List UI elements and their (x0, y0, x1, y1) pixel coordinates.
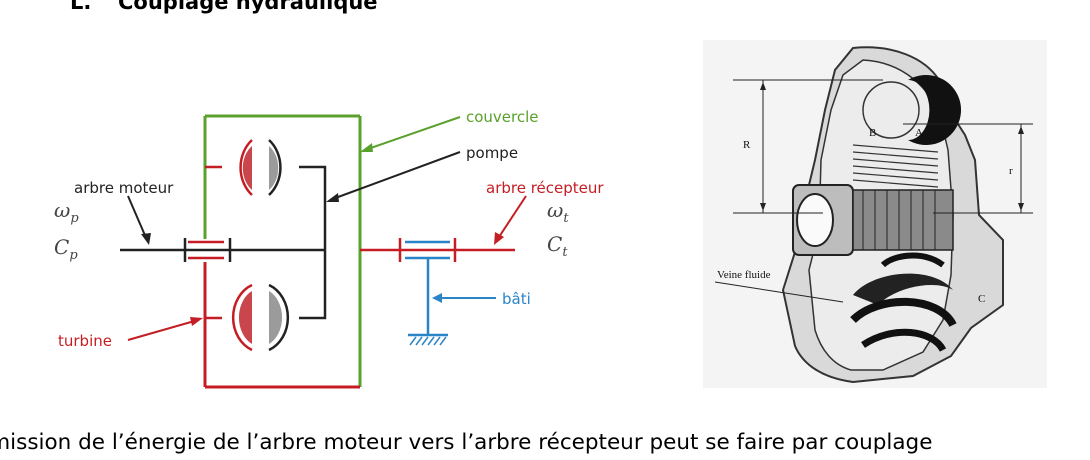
cover-bearing (188, 240, 224, 260)
lower-turbine-bowl (205, 283, 253, 352)
coupling-cutaway-illustration: R r B A C Veine fluide (703, 40, 1047, 388)
bati-label: bâti (502, 290, 531, 308)
coupling-schematic: couvercle pompe arbre moteur arbre récep… (54, 108, 604, 389)
couvercle-frame (203, 114, 362, 387)
pompe-label: pompe (466, 144, 518, 162)
turbine-frame (203, 262, 360, 389)
omega-p-symbol: ωp (54, 198, 79, 226)
turbine-label: turbine (58, 332, 112, 350)
pompe-leader (326, 151, 461, 202)
arbre-moteur-label: arbre moteur (74, 179, 174, 197)
section-number: L. (70, 0, 92, 14)
photo-c-label: C (978, 293, 985, 305)
receiving-shaft (360, 238, 515, 262)
body-paragraph: smission de l’énergie de l’arbre moteur … (0, 430, 933, 455)
couvercle-label: couvercle (466, 108, 539, 126)
arbre-recepteur-label: arbre récepteur (486, 179, 604, 197)
ground-hatch (409, 336, 447, 346)
arbre-recepteur-leader (494, 195, 527, 245)
c-p-symbol: Cp (54, 235, 78, 263)
c-t-symbol: Ct (547, 232, 568, 260)
photo-r-inner-label: r (1009, 165, 1013, 177)
couvercle-leader (360, 116, 461, 152)
lower-pump-bowl (268, 283, 290, 352)
omega-t-symbol: ωt (547, 198, 569, 226)
pump-shaft-linkage (120, 165, 327, 320)
photo-veine-label: Veine fluide (717, 269, 771, 281)
upper-turbine-bowl (205, 139, 253, 196)
section-heading: L. Couplage hydraulique (70, 0, 378, 14)
bati-leader (432, 293, 496, 303)
bati-bearing (405, 240, 450, 337)
photo-b-label: B (869, 127, 876, 139)
photo-r-outer-label: R (743, 139, 751, 151)
upper-pump-bowl (268, 139, 282, 196)
turbine-leader (127, 317, 203, 341)
section-title: Couplage hydraulique (118, 0, 378, 14)
arbre-moteur-leader (127, 195, 151, 245)
photo-a-label: A (915, 127, 923, 139)
